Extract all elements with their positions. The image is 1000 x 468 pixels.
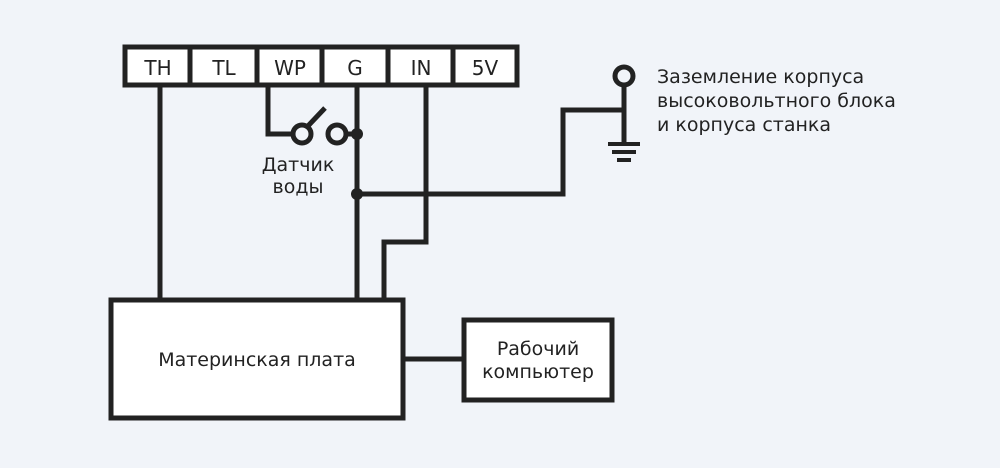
computer-label-line2: компьютер (482, 361, 594, 383)
water-sensor-switch (290, 106, 349, 146)
terminal-block: TH TL WP G IN 5V (122, 44, 520, 88)
terminal-in-label: IN (411, 56, 432, 80)
motherboard-label: Материнская плата (158, 349, 356, 371)
terminal-tl-label: TL (211, 56, 236, 80)
wire-wp (265, 85, 293, 137)
ground-label-line3: и корпуса станка (657, 114, 831, 136)
wire-g-to-ground (357, 107, 624, 197)
ground-label-line1: Заземление корпуса (657, 66, 864, 88)
switch-lever (305, 106, 327, 129)
ground-label-line2: высоковольтного блока (657, 90, 896, 112)
junction-dot (351, 188, 363, 200)
terminal-5v-label: 5V (472, 56, 499, 80)
computer-frame (461, 317, 615, 403)
terminal-th-label: TH (143, 56, 171, 80)
computer-box: Рабочий компьютер (461, 317, 615, 403)
motherboard-frame (108, 297, 406, 421)
water-sensor-label-line1: Датчик (262, 154, 335, 176)
motherboard-box: Материнская плата (108, 297, 406, 421)
switch-contact-left (290, 122, 314, 146)
computer-label-line1: Рабочий (497, 338, 579, 360)
ground-symbol (608, 64, 640, 162)
terminal-wp-label: WP (274, 56, 306, 80)
terminal-g-label: G (347, 56, 363, 80)
ground-terminal-icon (612, 64, 636, 88)
junction-dot (351, 128, 363, 140)
wire-in (381, 85, 429, 300)
switch-contact-right (325, 122, 349, 146)
water-sensor-label-line2: воды (273, 176, 324, 198)
